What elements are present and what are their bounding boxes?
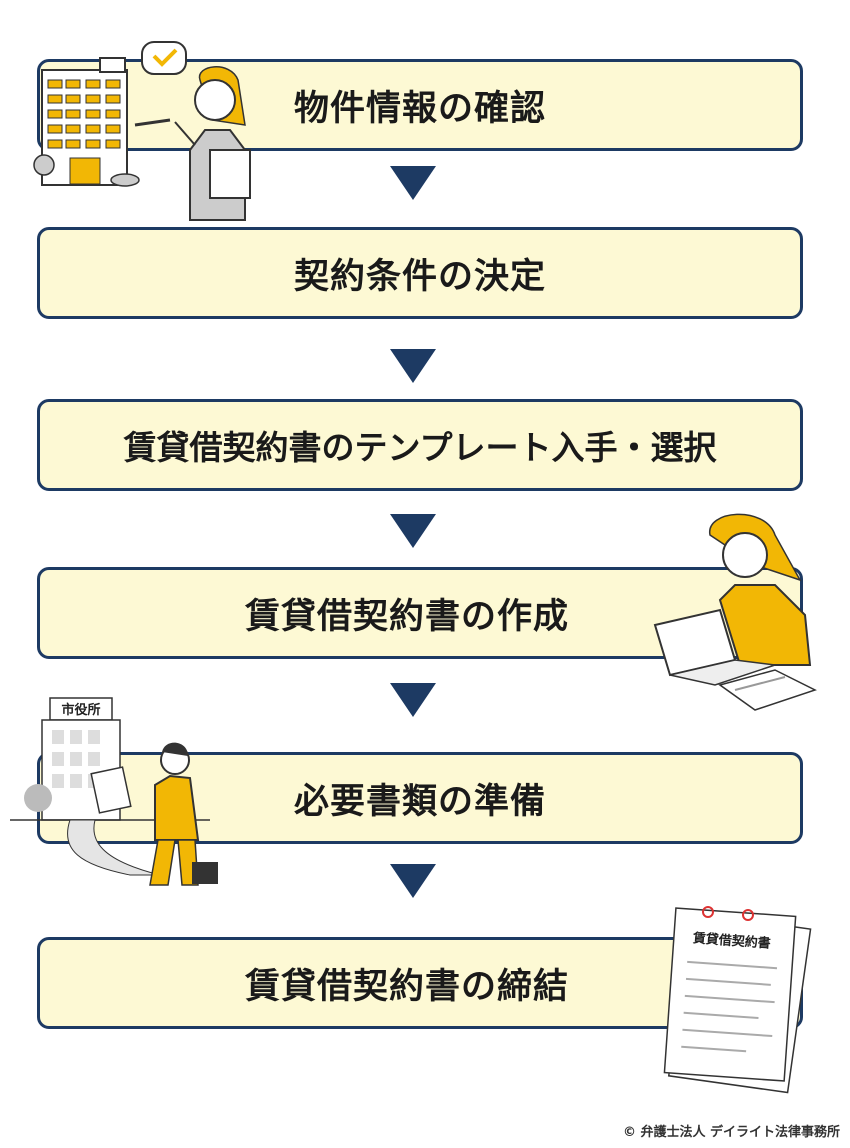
step-3-label: 賃貸借契約書のテンプレート入手・選択 [123, 428, 717, 467]
flow-arrow-4 [390, 683, 436, 717]
step-6-label: 賃貸借契約書の締結 [245, 966, 570, 1007]
step-1-label: 物件情報の確認 [293, 88, 546, 129]
office-building-woman-illustration [33, 41, 251, 221]
step-2-box: 契約条件の決定 [37, 227, 803, 319]
step-5-label: 必要書類の準備 [293, 781, 546, 822]
flow-arrow-3 [390, 514, 436, 548]
step-4-label: 賃貸借契約書の作成 [245, 596, 570, 637]
flow-arrow-5 [390, 864, 436, 898]
contract-document-title: 賃貸借契約書 [691, 930, 771, 951]
step-3-box: 賃貸借契約書のテンプレート入手・選択 [37, 399, 803, 491]
copyright-credit: © 弁護士法人 デイライト法律事務所 [622, 1125, 840, 1140]
woman-laptop-illustration [653, 513, 817, 711]
city-hall-sign-text: 市役所 [61, 702, 100, 718]
flow-arrow-1 [390, 166, 436, 200]
contract-document-illustration: 賃貸借契約書 [663, 906, 812, 1094]
city-hall-man-illustration: 市役所 [10, 697, 218, 886]
step-2-label: 契約条件の決定 [293, 256, 546, 297]
flow-arrow-2 [390, 349, 436, 383]
step-1-box: 物件情報の確認 [37, 59, 803, 151]
